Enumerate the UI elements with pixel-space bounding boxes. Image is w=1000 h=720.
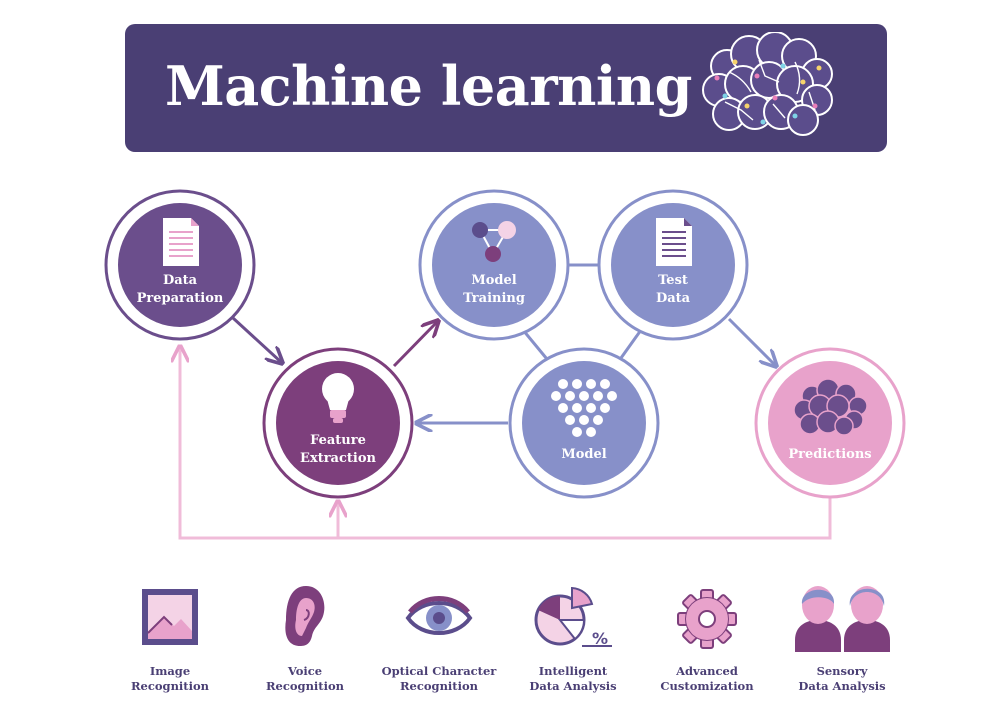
document-icon [656, 218, 692, 266]
caption-image-recognition: Image Recognition [130, 664, 210, 693]
caption-voice-recognition: Voice Recognition [265, 664, 345, 693]
node-model [508, 347, 660, 499]
node-predictions [754, 347, 906, 499]
title-banner: Machine learning [125, 24, 887, 152]
caption-intelligent-data-analysis: Intelligent Data Analysis [529, 664, 617, 693]
label-model-training: Model Training [463, 273, 525, 306]
pie-chart-icon: % [534, 586, 612, 648]
page-title: Machine learning [165, 54, 692, 118]
brain-icon [793, 378, 868, 436]
neural-network-icon [551, 379, 617, 437]
lightbulb-icon [322, 373, 354, 423]
node-feature-extraction [262, 347, 414, 499]
brain-icon [702, 32, 833, 136]
svg-text:%: % [592, 629, 608, 648]
molecule-icon [472, 221, 516, 262]
gear-icon [677, 589, 737, 649]
node-data-preparation [104, 189, 256, 341]
caption-ocr: Optical Character Recognition [381, 664, 497, 693]
node-model-training [418, 189, 570, 341]
label-data-preparation: Data Preparation [136, 273, 224, 306]
ear-icon [285, 586, 325, 646]
arrow-feature-to-training [392, 322, 437, 368]
label-model: Model [561, 447, 607, 462]
label-feature-extraction: Feature Extraction [300, 433, 376, 466]
image-icon [142, 589, 198, 645]
label-predictions: Predictions [788, 447, 872, 462]
document-icon [163, 218, 199, 266]
arrow-data-prep-to-feature [231, 316, 281, 362]
eye-icon [405, 596, 473, 635]
label-test-data: Test Data [655, 273, 691, 306]
arrow-test-data-to-predictions [727, 317, 775, 365]
node-test-data [597, 189, 749, 341]
caption-sensory-data-analysis: Sensory Data Analysis [798, 664, 886, 693]
feedback-loop [180, 348, 832, 540]
caption-advanced-customization: Advanced Customization [660, 664, 754, 693]
people-icon [795, 586, 890, 652]
